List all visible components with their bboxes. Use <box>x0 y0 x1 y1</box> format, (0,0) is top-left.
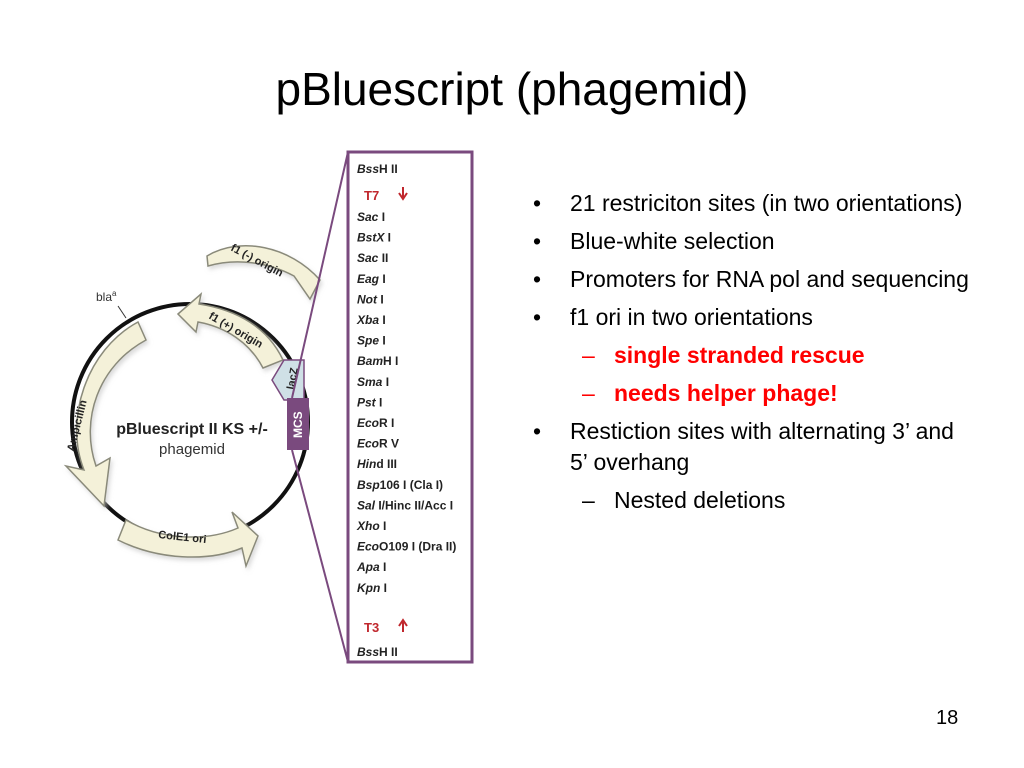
restriction-site: EcoO109 I (Dra II) <box>357 540 456 554</box>
plasmid-type: phagemid <box>159 441 225 458</box>
mcs-expansion-line-bottom <box>291 449 349 663</box>
sub-bullet-item: –needs helper phage! <box>582 380 838 406</box>
bullet-item: •Promoters for RNA pol and sequencing <box>533 266 969 292</box>
t3-arrow-icon <box>398 618 408 632</box>
sub-bullet-item: –single stranded rescue <box>582 342 865 368</box>
plasmid-name: pBluescript II KS +/- <box>116 421 268 438</box>
restriction-site: EcoR V <box>357 437 399 451</box>
slide-title: pBluescript (phagemid) <box>275 63 749 115</box>
restriction-site: Apa I <box>356 560 386 574</box>
bullet-item: •21 restriciton sites (in two orientatio… <box>533 190 963 216</box>
lacz-arrow <box>271 359 305 401</box>
restriction-site: Kpn I <box>357 581 387 595</box>
restriction-site: Sac I <box>357 210 385 224</box>
bla-pointer <box>117 305 127 319</box>
f1-plus-origin-arrow <box>176 291 285 369</box>
restriction-site: EcoR I <box>357 416 394 430</box>
page-number: 18 <box>936 707 959 729</box>
restriction-site: Not I <box>357 292 384 306</box>
restriction-site: Hind III <box>357 457 397 471</box>
restriction-site: Pst I <box>357 395 382 409</box>
mcs-expansion-line-top <box>291 151 349 399</box>
restriction-site: BssH II <box>357 645 398 659</box>
bullet-item: •Blue-white selection <box>533 228 775 254</box>
bullet-list: •21 restriciton sites (in two orientatio… <box>530 188 970 523</box>
restriction-site: Xba I <box>356 313 386 327</box>
restriction-site: BamH I <box>357 354 398 368</box>
t3-promoter-label: T3 <box>364 620 379 635</box>
t7-promoter-label: T7 <box>364 188 379 203</box>
sub-bullet-item: –Nested deletions <box>582 487 786 513</box>
restriction-site: BstX I <box>357 231 391 245</box>
mcs-label: MCS <box>291 411 305 438</box>
f1-minus-origin-arrow <box>206 245 321 301</box>
cole1-ori-label: ColE1 ori <box>158 529 207 546</box>
mcs-box <box>287 398 309 450</box>
restriction-site: Sma I <box>357 375 389 389</box>
restriction-site: Bsp106 I (Cla I) <box>357 478 443 492</box>
restriction-site: Sal I/Hinc II/Acc I <box>357 498 453 512</box>
restriction-site: Eag I <box>357 272 386 286</box>
restriction-site-panel <box>346 150 474 664</box>
restriction-site: Spe I <box>357 334 386 348</box>
restriction-site: BssH II <box>357 162 398 176</box>
t7-arrow-icon <box>398 187 408 201</box>
restriction-site: Sac II <box>357 251 388 265</box>
ampicillin-arrow <box>63 320 147 508</box>
cole1-ori-arrow <box>117 511 259 569</box>
restriction-site: Xho I <box>356 519 386 533</box>
restriction-site-list: BssH II Sac I BstX I Sac II Eag I Not I Xba I S… <box>356 162 456 659</box>
bla-label: blaa <box>96 289 117 304</box>
bullet-item: •Restiction sites with alternating 3’ an… <box>533 418 954 475</box>
bullet-item: •f1 ori in two orientations <box>533 304 813 330</box>
